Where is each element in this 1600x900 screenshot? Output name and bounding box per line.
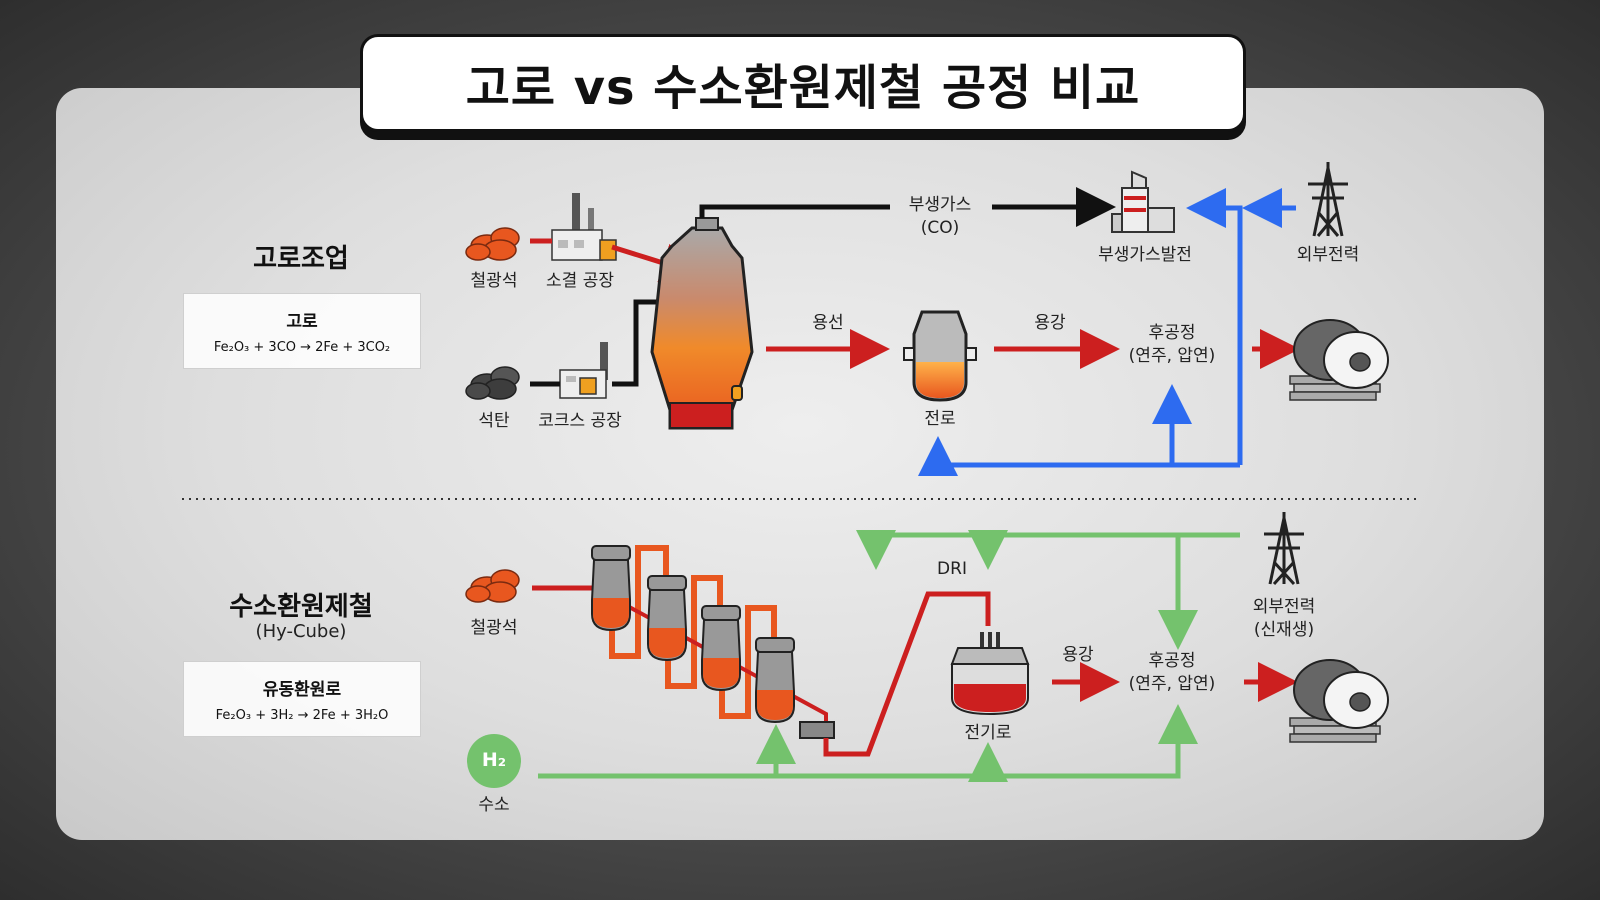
post-process-name-h2: 후공정 xyxy=(1148,651,1196,671)
coke-plant-label: 코크스 공장 xyxy=(538,411,622,431)
post-process-label: 후공정 (연주, 압연) xyxy=(1129,322,1216,368)
furnace-gas-flow xyxy=(699,204,890,218)
byproduct-gas-formula: (CO) xyxy=(920,217,960,238)
post-process-detail: (연주, 압연) xyxy=(1128,345,1216,366)
power-plant-icon xyxy=(1111,170,1175,233)
fluidized-reactor-1 xyxy=(591,545,631,632)
coke-plant-icon xyxy=(559,342,608,399)
blast-furnace-formula-box: 고로 Fe₂O₃ + 3CO → 2Fe + 3CO₂ xyxy=(183,293,421,369)
renewable-power-label: 외부전력 (신재생) xyxy=(1253,596,1316,642)
iron-ore-icon-h2 xyxy=(465,569,520,603)
fluidized-reactor-3 xyxy=(701,605,741,692)
blast-furnace-section-title: 고로조업 xyxy=(253,244,349,274)
coal-icon xyxy=(465,366,520,400)
fluidized-reactor-4 xyxy=(755,637,795,724)
renewable-power-name: 외부전력 xyxy=(1252,597,1316,617)
hydrogen-main-flow xyxy=(538,704,1198,779)
power-main-flow xyxy=(1186,188,1243,465)
hot-metal-label: 용선 xyxy=(812,313,844,333)
electric-furnace-icon xyxy=(950,632,1030,716)
hydrogen-label: 수소 xyxy=(478,795,510,815)
hydrogen-section-title: 수소환원제철 xyxy=(229,592,373,622)
power-tower-icon-renewable xyxy=(1264,512,1304,586)
power-tower-icon xyxy=(1308,162,1348,237)
fluidized-reactor-2 xyxy=(647,575,687,662)
byproduct-gas-label: 부생가스 (CO) xyxy=(909,194,972,240)
hydrogen-box-title: 유동환원로 xyxy=(262,680,342,700)
hydrogen-formula: Fe₂O₃ + 3H₂ → 2Fe + 3H₂O xyxy=(215,708,389,723)
converter-icon xyxy=(903,310,977,402)
hydrogen-icon xyxy=(467,734,521,788)
dri-label: DRI xyxy=(937,559,967,579)
sinter-plant-icon xyxy=(551,193,617,261)
blast-furnace-formula: Fe₂O₃ + 3CO → 2Fe + 3CO₂ xyxy=(213,340,391,355)
blast-furnace-icon xyxy=(650,217,754,430)
reactor-loop-pipes xyxy=(609,545,777,719)
molten-steel-label-h2: 용강 xyxy=(1062,645,1094,665)
steel-coil-icon-h2 xyxy=(1289,659,1389,743)
dri-hopper-icon xyxy=(799,721,835,739)
blast-furnace-box-title: 고로 xyxy=(286,312,318,332)
sinter-plant-label: 소결 공장 xyxy=(546,271,614,291)
iron-ore-icon xyxy=(465,227,520,261)
iron-ore-label: 철광석 xyxy=(470,271,518,291)
post-process-label-h2: 후공정 (연주, 압연) xyxy=(1129,650,1216,696)
iron-ore-label-h2: 철광석 xyxy=(470,618,518,638)
post-process-name: 후공정 xyxy=(1148,323,1196,343)
electric-furnace-label: 전기로 xyxy=(964,723,1012,743)
external-power-label: 외부전력 xyxy=(1296,245,1360,265)
molten-steel-label: 용강 xyxy=(1034,313,1066,333)
h2-symbol: H₂ xyxy=(481,749,507,771)
coal-label: 석탄 xyxy=(478,411,510,431)
converter-label: 전로 xyxy=(924,409,956,429)
post-process-detail-h2: (연주, 압연) xyxy=(1128,673,1216,694)
byproduct-power-label: 부생가스발전 xyxy=(1098,245,1192,265)
renewable-power-flow xyxy=(856,530,1240,570)
power-to-converter-flow xyxy=(918,436,1240,476)
hydrogen-section-subtitle: (Hy-Cube) xyxy=(255,621,347,642)
page-title: 고로 vs 수소환원제철 공정 비교 xyxy=(360,34,1246,132)
byproduct-gas-name: 부생가스 xyxy=(908,195,972,215)
renewable-power-detail: (신재생) xyxy=(1253,619,1315,640)
dri-flow xyxy=(823,591,991,757)
hydrogen-formula-box: 유동환원로 Fe₂O₃ + 3H₂ → 2Fe + 3H₂O xyxy=(183,661,421,737)
steel-coil-icon xyxy=(1289,319,1389,401)
